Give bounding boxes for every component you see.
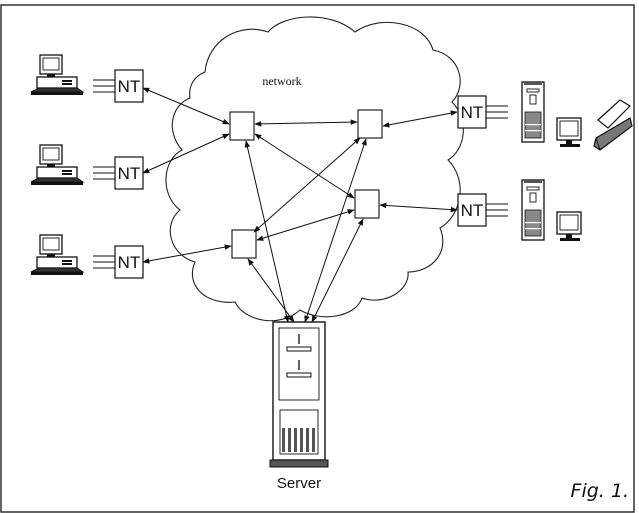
pc-icon bbox=[30, 144, 84, 186]
pc-icon bbox=[30, 234, 84, 276]
connections bbox=[142, 87, 458, 323]
network-terminal-left-3: NT bbox=[92, 245, 144, 279]
link-nt5-node-mr bbox=[379, 202, 458, 213]
figure-caption: Fig. 1. bbox=[571, 480, 629, 502]
nt-label: NT bbox=[461, 103, 484, 122]
link-server-node-mr bbox=[311, 218, 364, 323]
network-terminal-right-2: NT bbox=[457, 193, 508, 227]
network-label: network bbox=[262, 74, 301, 88]
scanner-icon bbox=[593, 99, 633, 151]
switch-node-top-left bbox=[229, 111, 255, 141]
nt-label: NT bbox=[118, 77, 141, 96]
link-server-node-bl bbox=[247, 258, 295, 323]
monitor-icon bbox=[556, 211, 582, 242]
link-node-tl-node-tr bbox=[254, 119, 358, 127]
server-label: Server bbox=[277, 475, 321, 492]
switch-node-top-right bbox=[357, 109, 383, 139]
switch-node-mid-right bbox=[354, 189, 380, 219]
nt-label: NT bbox=[118, 164, 141, 183]
nt-label: NT bbox=[461, 201, 484, 220]
pc-icon bbox=[30, 54, 84, 96]
link-nt2-node-tl bbox=[142, 133, 230, 174]
network-terminal-right-1: NT bbox=[457, 95, 508, 129]
link-nt3-node-bl bbox=[142, 244, 232, 264]
network-terminal-left-2: NT bbox=[92, 156, 144, 190]
server-icon bbox=[269, 321, 329, 468]
tower-computer-icon bbox=[521, 81, 545, 143]
link-nt1-node-tl bbox=[142, 87, 230, 125]
network-terminal-left-1: NT bbox=[92, 69, 144, 103]
link-nt4-node-tr bbox=[382, 110, 458, 128]
network-cloud bbox=[165, 16, 464, 322]
nt-label: NT bbox=[118, 253, 141, 272]
switch-node-bottom-left bbox=[231, 229, 257, 259]
monitor-icon bbox=[556, 117, 582, 148]
tower-computer-icon bbox=[521, 179, 545, 241]
figure-frame bbox=[0, 4, 635, 513]
